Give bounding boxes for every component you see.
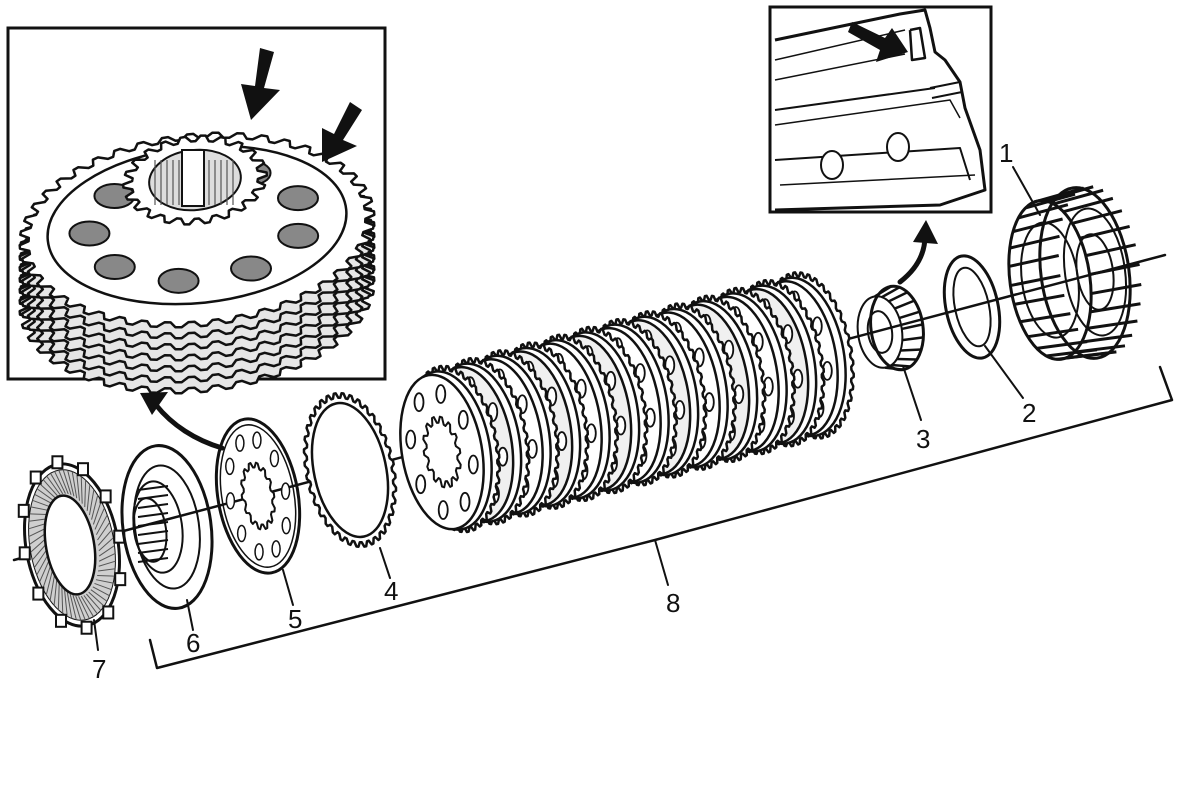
plate-tab: [102, 605, 115, 620]
inset-clutch-detail: [6, 26, 387, 395]
housing-window: [277, 222, 320, 249]
plate-tab: [77, 462, 90, 477]
leader-lines: [93, 166, 1041, 651]
plate-hole: [415, 474, 427, 495]
plate-hole: [459, 491, 471, 512]
callout-1: 1: [999, 138, 1013, 168]
plate-hole: [413, 392, 425, 413]
plate-tab: [99, 489, 112, 504]
plate-hole: [467, 454, 479, 475]
housing-window: [230, 255, 273, 282]
spline-tab: [908, 26, 927, 62]
clutch-pack-plates: [399, 271, 855, 534]
callout-3: 3: [916, 424, 930, 454]
housing-window: [93, 253, 136, 280]
plate-tab: [32, 586, 45, 601]
plate-tab: [18, 546, 31, 561]
callout-8: 8: [666, 588, 680, 618]
plate-tab: [80, 620, 93, 635]
plate-hole: [457, 409, 469, 430]
thrust-washer: [942, 254, 1002, 360]
callout-4: 4: [384, 576, 398, 606]
curved-arrow-right-icon: [897, 220, 938, 285]
plate-hole: [225, 457, 235, 476]
plate-hole: [235, 434, 245, 452]
spline-hub: [856, 284, 925, 372]
plate-hole: [435, 384, 447, 404]
right-arrow-icon: [848, 22, 908, 62]
plate-inner-spline: [240, 461, 276, 531]
toothed-snap-ring: [302, 392, 398, 548]
housing-window: [276, 185, 319, 212]
plate-hole: [271, 540, 281, 558]
backing-plate-hub: [120, 444, 214, 610]
pressure-plate-holes: [214, 417, 302, 575]
plate-hole: [254, 543, 264, 561]
down-arrow-icon: [241, 48, 280, 120]
callout-7: 7: [92, 654, 106, 684]
down-arrow-icon: [322, 102, 362, 162]
housing-window: [68, 220, 111, 247]
clutch-plate-tabbed: [17, 455, 127, 635]
curved-arrow-left-icon: [140, 392, 225, 451]
callout-2: 2: [1022, 398, 1036, 428]
plate-tab: [51, 455, 64, 470]
housing-hole: [886, 132, 910, 162]
plate-hole: [225, 492, 236, 510]
plate-tab: [29, 470, 42, 485]
pack-inner-spline: [422, 415, 462, 489]
plate-hole: [405, 429, 417, 450]
plate-hole: [236, 524, 247, 543]
plate-tab: [17, 503, 30, 518]
callout-labels: 1 2 3 4 5 6 7 8: [92, 138, 1036, 684]
housing-hole: [820, 150, 844, 180]
callout-5: 5: [288, 604, 302, 634]
callout-6: 6: [186, 628, 200, 658]
inset-spline-detail: [768, 5, 993, 214]
plate-tab: [54, 613, 67, 628]
group-bracket: [148, 365, 1174, 670]
housing-window: [157, 267, 200, 294]
plate-hole: [269, 449, 280, 468]
plate-hole: [252, 431, 262, 449]
plate-tab: [114, 572, 127, 587]
plate-hole: [437, 500, 449, 520]
housing-edge: [774, 8, 987, 212]
plate-hole: [280, 482, 291, 500]
plate-hole: [281, 516, 291, 535]
clutch-housing-drum: [1007, 185, 1142, 361]
